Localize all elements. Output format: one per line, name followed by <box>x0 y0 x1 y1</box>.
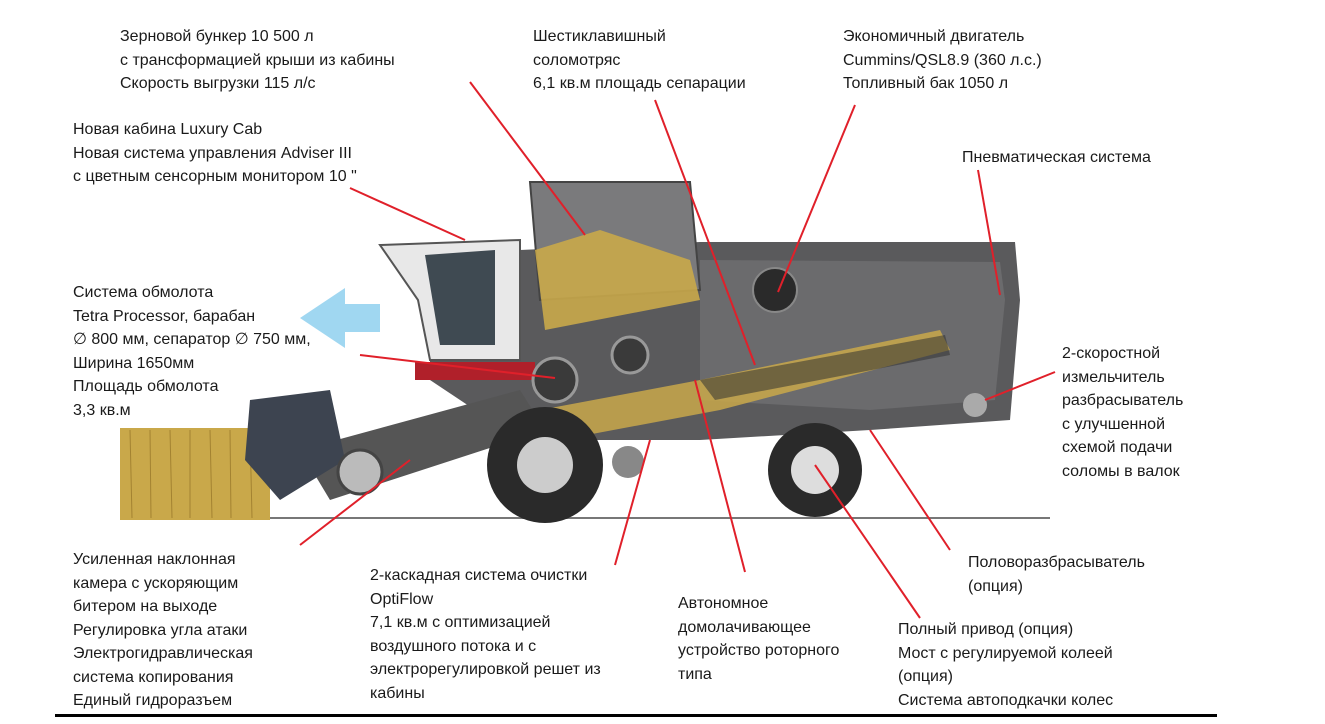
label-line: (опция) <box>898 668 953 685</box>
label-line: типа <box>678 665 712 683</box>
label-line: Топливный бак 1050 л <box>843 75 1009 92</box>
cab-base <box>415 362 535 380</box>
label-line: схемой подачи <box>1062 439 1173 456</box>
label-line: Экономичный двигатель <box>843 28 1025 45</box>
leader-lines <box>299 81 1056 619</box>
label-line: OptiFlow <box>370 590 434 608</box>
label-line: Cummins/QSL8.9 (360 л.с.) <box>843 51 1042 69</box>
label-line: Полный привод (опция) <box>898 621 1074 638</box>
straw-walker <box>700 335 950 400</box>
label-line: Единый гидроразъем <box>73 692 233 709</box>
label-line: битером на выходе <box>73 598 218 615</box>
label-line: соломотряс <box>533 51 621 69</box>
chopper <box>963 393 987 417</box>
label-cleaning-system: 2-каскадная система очистки OptiFlow 7,1… <box>370 564 601 705</box>
label-cab: Новая кабина Luxury Cab Новая система уп… <box>73 118 357 189</box>
label-line: Электрогидравлическая <box>73 645 253 662</box>
label-line: Зерновой бункер 10 500 л <box>120 28 314 45</box>
label-line: система копирования <box>73 668 234 686</box>
label-line: с трансформацией крыши из кабины <box>120 51 395 69</box>
label-grain-bunker: Зерновой бункер 10 500 л с трансформацие… <box>120 25 395 96</box>
label-line: воздушного потока и с <box>370 637 537 655</box>
threshing-drum <box>531 356 579 404</box>
label-line: Шестиклавишный <box>533 28 666 45</box>
label-line: Площадь обмолота <box>73 378 219 395</box>
label-line: камера с ускоряющим <box>73 574 239 592</box>
bottom-rule <box>55 714 1217 717</box>
label-line: 2-скоростной <box>1062 345 1161 362</box>
label-chaff-spreader: Половоразбрасыватель (опция) <box>968 551 1145 598</box>
label-line: Tetra Processor, барабан <box>73 307 256 325</box>
label-line: Половоразбрасыватель <box>968 554 1145 571</box>
label-line: ∅ 800 мм, сепаратор ∅ 750 мм, <box>73 331 311 348</box>
label-line: разбрасыватель <box>1062 392 1184 409</box>
label-straw-chopper: 2-скоростной измельчитель разбрасыватель… <box>1062 342 1183 483</box>
label-threshing-system: Система обмолота Tetra Processor, бараба… <box>73 281 311 422</box>
label-line: (опция) <box>968 577 1023 595</box>
label-feeder-house: Усиленная наклонная камера с ускоряющим … <box>73 548 253 713</box>
label-line: Пневматическая система <box>962 149 1151 166</box>
label-line: Мост с регулируемой колеей <box>898 644 1113 662</box>
label-line: 7,1 кв.м с оптимизацией <box>370 614 551 631</box>
header-reel <box>245 390 345 500</box>
label-line: измельчитель <box>1062 368 1165 386</box>
label-line: Автономное <box>678 595 769 612</box>
label-line: Система автоподкачки колес <box>898 691 1114 709</box>
label-line: кабины <box>370 684 425 702</box>
label-line: Новая кабина Luxury Cab <box>73 121 263 138</box>
direction-arrow <box>300 288 380 348</box>
label-straw-walker: Шестиклавишный соломотряс 6,1 кв.м площа… <box>533 25 746 96</box>
label-rethresher: Автономное домолачивающее устройство рот… <box>678 592 839 686</box>
label-line: домолачивающее <box>678 618 811 636</box>
wheat-field <box>120 428 270 520</box>
label-line: 6,1 кв.м площадь сепарации <box>533 75 746 92</box>
label-line: Усиленная наклонная <box>73 551 236 568</box>
label-line: 3,3 кв.м <box>73 401 131 419</box>
label-pneumatic-system: Пневматическая система <box>962 146 1151 170</box>
label-engine: Экономичный двигатель Cummins/QSL8.9 (36… <box>843 25 1042 96</box>
label-line: с улучшенной <box>1062 415 1166 433</box>
engine <box>752 267 798 313</box>
label-line: с цветным сенсорным монитором 10 " <box>73 168 357 185</box>
label-line: 2-каскадная система очистки <box>370 567 588 584</box>
label-drive: Полный привод (опция) Мост с регулируемо… <box>898 618 1113 712</box>
label-line: устройство роторного <box>678 642 840 659</box>
label-line: соломы в валок <box>1062 462 1180 480</box>
label-line: Система обмолота <box>73 284 214 301</box>
label-line: электрорегулировкой решет из <box>370 661 601 678</box>
label-line: Ширина 1650мм <box>73 354 195 372</box>
label-line: Новая система управления Adviser III <box>73 144 352 162</box>
label-line: Регулировка угла атаки <box>73 621 248 639</box>
label-line: Скорость выгрузки 115 л/с <box>120 75 316 92</box>
